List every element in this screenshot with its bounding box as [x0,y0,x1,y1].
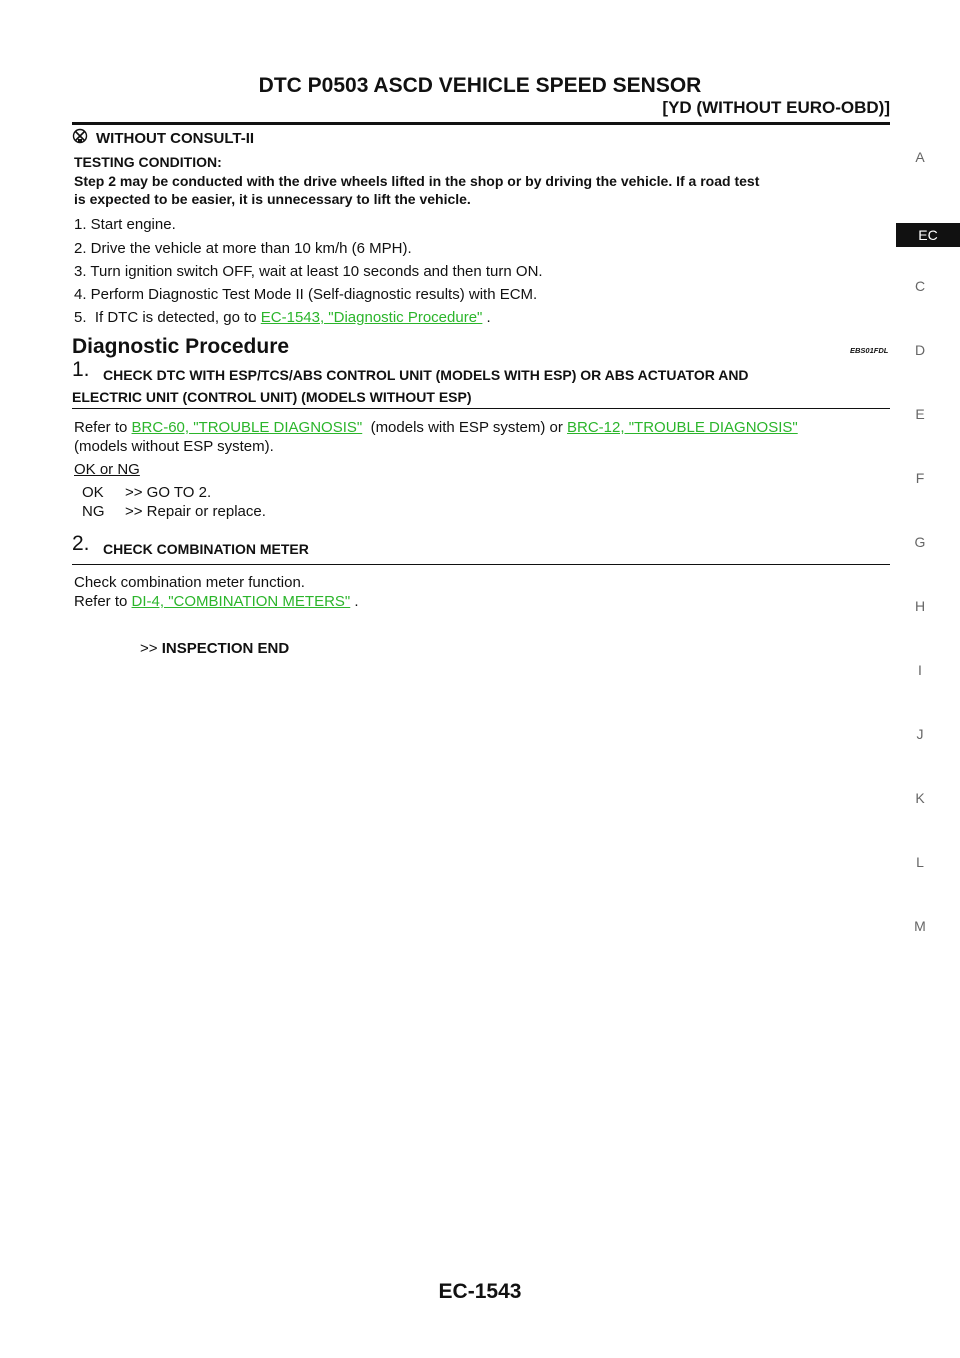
step-item-5: 5. If DTC is detected, go to EC-1543, "D… [74,309,491,326]
side-index-m[interactable]: M [914,918,926,934]
step1-refer-prefix: Refer to [74,419,132,436]
step2-line1: Check combination meter function. [74,574,305,591]
inspection-end: >> INSPECTION END [140,640,289,657]
side-index-l[interactable]: L [916,854,924,870]
side-index-j[interactable]: J [916,726,924,742]
step1-refer-line: Refer to BRC-60, "TROUBLE DIAGNOSIS" (mo… [74,419,798,436]
step2-refer-suffix: . [350,593,359,610]
step-item-4: 4. Perform Diagnostic Test Mode II (Self… [74,286,538,303]
side-index-e[interactable]: E [915,406,925,422]
di-4-link[interactable]: DI-4, "COMBINATION METERS" [131,593,351,610]
step1-title-line2: ELECTRIC UNIT (CONTROL UNIT) (MODELS WIT… [72,389,472,405]
testing-condition-label: TESTING CONDITION: [74,154,222,170]
page-subtitle: [YD (WITHOUT EURO-OBD)] [662,98,890,117]
side-index-g[interactable]: G [914,534,926,550]
without-consult-heading: WITHOUT CONSULT-II [96,130,255,147]
side-index-d[interactable]: D [914,342,926,358]
step2-refer-line: Refer to DI-4, "COMBINATION METERS" . [74,593,359,610]
end-text: INSPECTION END [161,640,290,657]
header-divider [72,122,890,125]
step1-number: 1. [72,358,90,381]
brc-60-link[interactable]: BRC-60, "TROUBLE DIAGNOSIS" [131,419,363,436]
step1-refer-line2: (models without ESP system). [74,438,274,455]
side-index-c[interactable]: C [914,278,926,294]
step-item-1: 1. Start engine. [74,216,176,233]
end-arrow: >> [140,640,158,657]
step-item-2: 2. Drive the vehicle at more than 10 km/… [74,240,412,257]
page-title: DTC P0503 ASCD VEHICLE SPEED SENSOR [258,74,702,97]
ng-label: NG [82,503,105,520]
side-index-ec-active[interactable]: EC [896,223,960,247]
side-index-a[interactable]: A [915,149,925,165]
step5-suffix: . [482,309,491,326]
step2-number: 2. [72,532,90,555]
page-number: EC-1543 [438,1280,522,1303]
step2-refer-prefix: Refer to [74,593,132,610]
step1-title-line1: CHECK DTC WITH ESP/TCS/ABS CONTROL UNIT … [103,367,749,383]
side-index-f[interactable]: F [915,470,925,486]
side-index-i[interactable]: I [918,662,922,678]
side-index-k[interactable]: K [915,790,925,806]
side-index-h[interactable]: H [914,598,926,614]
ng-action: >> Repair or replace. [125,503,266,520]
step1-divider [72,408,890,409]
section-code: EBS01FDL [850,346,889,355]
ok-action: >> GO TO 2. [125,484,212,501]
ok-ng-label: OK or NG [74,461,140,478]
diagnostic-procedure-heading: Diagnostic Procedure [72,335,290,358]
brc-12-link[interactable]: BRC-12, "TROUBLE DIAGNOSIS" [567,419,798,436]
testing-condition-line2: is expected to be easier, it is unnecess… [74,191,471,207]
consult-cross-icon [72,128,88,149]
step5-prefix: 5. If DTC is detected, go to [74,309,261,326]
step2-title: CHECK COMBINATION METER [103,541,309,557]
step1-refer-mid: (models with ESP system) or [362,419,568,436]
step2-divider [72,564,890,565]
ok-label: OK [82,484,104,501]
step-item-3: 3. Turn ignition switch OFF, wait at lea… [74,263,543,280]
diagnostic-procedure-link[interactable]: EC-1543, "Diagnostic Procedure" [260,309,483,326]
testing-condition-line1: Step 2 may be conducted with the drive w… [74,173,760,189]
